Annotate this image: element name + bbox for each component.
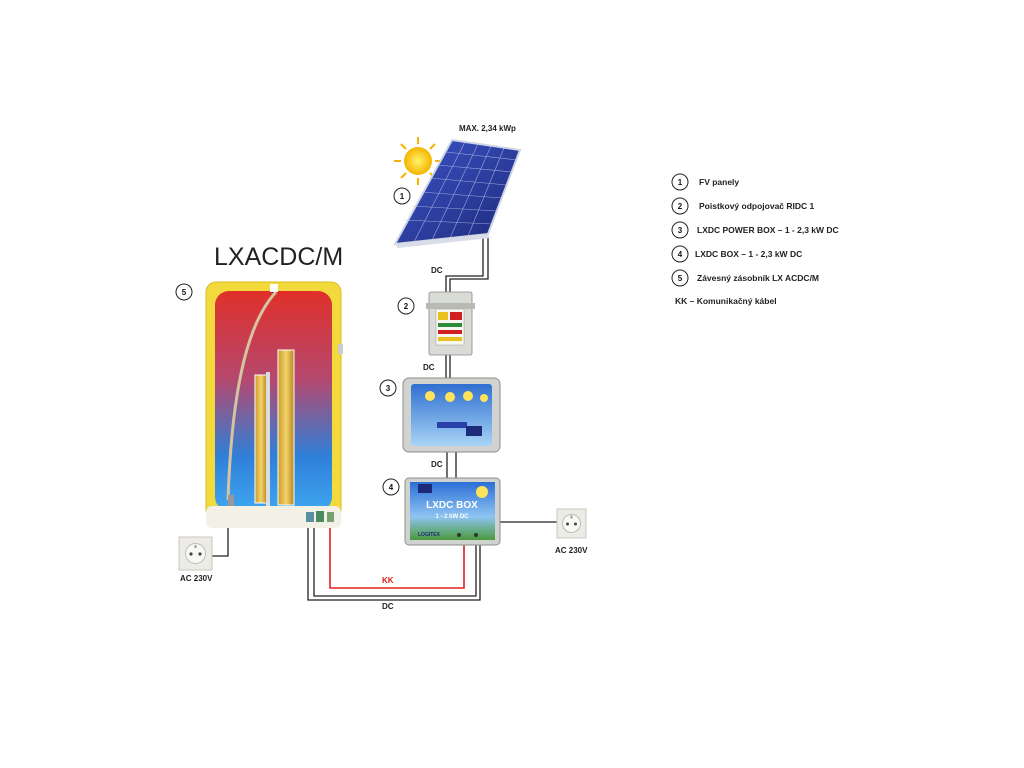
lxdc-box: LXDC BOX 1 - 2 kW DC LOGITEX [404,477,501,546]
badge-3-number: 3 [386,384,391,393]
ac-cable-left [212,515,229,557]
legend-item-text: Závesný zásobník LX ACDC/M [697,273,819,283]
dc-cable-ridc-to-powerbox [445,355,451,378]
lxdc-box-title: LXDC BOX [426,500,478,511]
legend-item-number: 1 [678,178,683,187]
dc-label-ridc: DC [423,363,435,372]
socket-right-icon [556,508,587,539]
diagram-title: LXACDC/M [214,243,343,271]
dc-cable-panel-to-ridc [445,234,489,292]
lxdc-box-subtitle: 1 - 2 kW DC [435,514,469,520]
ridc-disconnector [426,291,475,356]
legend-item-text: LXDC POWER BOX – 1 - 2,3 kW DC [697,225,839,235]
badge-2-number: 2 [404,302,409,311]
legend-item: 2 Poistkový odpojovač RIDC 1 [671,197,815,215]
ac-label-right: AC 230V [555,546,588,555]
badge-1: 1 [393,187,411,205]
dc-label-panel: DC [431,266,443,275]
dc-label-powerbox: DC [431,460,443,469]
legend-item: 3 LXDC POWER BOX – 1 - 2,3 kW DC [671,221,839,239]
sun-icon [394,137,442,185]
legend-item: 5 Závesný zásobník LX ACDC/M [671,269,819,287]
dc-cable-lxdcbox-to-tank [307,520,481,601]
badge-2: 2 [397,297,415,315]
kk-label: KK [382,576,394,585]
dc-cable-powerbox-to-lxdcbox [446,452,457,478]
legend-item-text: LXDC BOX – 1 - 2,3 kW DC [695,249,802,259]
lxdc-power-box [402,377,501,453]
ac-label-left: AC 230V [180,574,213,583]
legend-item-text: FV panely [699,177,739,187]
legend-item-text: Poistkový odpojovač RIDC 1 [699,201,815,211]
badge-5: 5 [175,283,193,301]
badge-4-number: 4 [389,483,394,492]
legend-item-number: 2 [678,202,683,211]
legend-item: 4 LXDC BOX – 1 - 2,3 kW DC [671,245,802,263]
badge-4: 4 [382,478,400,496]
legend-item-number: 5 [678,274,683,283]
socket-left-icon [178,536,213,571]
legend-item-number: 3 [678,226,683,235]
badge-3: 3 [379,379,397,397]
badge-1-number: 1 [400,192,405,201]
solar-panel [393,138,522,248]
legend-item: 1 FV panely [671,173,739,191]
lxdc-box-brand: LOGITEX [418,532,441,538]
dc-label-bottom: DC [382,602,394,611]
legend: 1 FV panely 2 Poistkový odpojovač RIDC 1… [671,173,839,306]
panel-rating-label: MAX. 2,34 kWp [459,124,516,133]
water-heater-tank [205,281,343,528]
legend-item-number: 4 [678,250,683,259]
legend-note: KK – Komunikačný kábel [675,296,777,306]
kk-cable [329,520,465,589]
badge-5-number: 5 [182,288,187,297]
